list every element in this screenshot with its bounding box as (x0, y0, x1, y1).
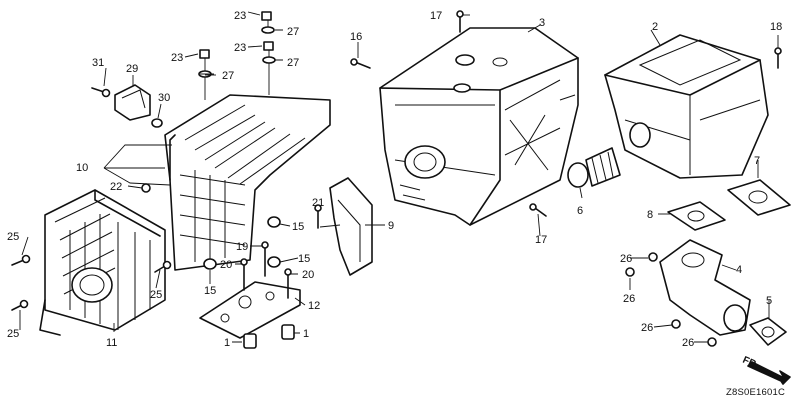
front-direction-arrow-icon: FR. (741, 355, 791, 385)
callout-4: 4 (736, 264, 742, 276)
part-21-screw (314, 204, 322, 229)
callout-7: 7 (754, 155, 760, 167)
callout-10: 10 (76, 162, 88, 174)
callout-27-top: 27 (287, 26, 299, 38)
callout-19: 19 (236, 241, 248, 253)
part-7-gasket (727, 179, 791, 216)
callout-2: 2 (652, 21, 658, 33)
diagram-code: Z8S0E1601C (726, 387, 785, 398)
callout-17-top: 17 (430, 10, 442, 22)
part-9-heat-shield (329, 177, 373, 276)
callout-5: 5 (766, 295, 772, 307)
part-15-19-20-fasteners (203, 216, 292, 299)
callout-8: 8 (647, 209, 653, 221)
callout-6: 6 (577, 205, 583, 217)
callout-23-left: 23 (171, 52, 183, 64)
callout-20-left: 20 (220, 259, 232, 271)
callout-15-top: 15 (292, 221, 304, 233)
callout-26-mid: 26 (623, 293, 635, 305)
callout-1-left: 1 (224, 337, 230, 349)
callout-15-right: 15 (298, 253, 310, 265)
part-8-gasket (667, 201, 726, 231)
callout-12: 12 (308, 300, 320, 312)
part-23-27-nuts-washers (198, 11, 276, 100)
callout-numbers: 31 29 30 10 22 25 25 25 11 23 27 23 27 2… (7, 10, 782, 349)
part-30-nut (151, 118, 163, 128)
callout-23-top: 23 (234, 10, 246, 22)
part-17-bolts (456, 10, 547, 217)
leader-lines (19, 11, 779, 343)
callout-17-bottom: 17 (535, 234, 547, 246)
callout-23-mid: 23 (234, 42, 246, 54)
part-3-muffler-protector (379, 27, 579, 226)
part-16-bolt (350, 58, 371, 69)
callout-25-bottom: 25 (7, 328, 19, 340)
callout-30: 30 (158, 92, 170, 104)
callout-11: 11 (106, 337, 117, 349)
callout-15-bottom: 15 (204, 285, 216, 297)
callout-27-mid: 27 (287, 57, 299, 69)
callout-22: 22 (110, 181, 122, 193)
callout-26-top: 26 (620, 253, 632, 265)
part-5-gasket (749, 317, 787, 346)
callout-3: 3 (539, 17, 545, 29)
part-1-collars (243, 324, 295, 349)
part-25-bolts (11, 254, 172, 311)
part-6-spark-arrester (567, 147, 621, 188)
callout-25-top: 25 (7, 231, 19, 243)
callout-21: 21 (312, 197, 324, 209)
part-12-muffler-stay (199, 281, 301, 339)
callout-26-bottom: 26 (682, 337, 694, 349)
callout-1-right: 1 (303, 328, 309, 340)
callout-18: 18 (770, 21, 782, 33)
callout-29: 29 (126, 63, 138, 75)
part-10-protector-cover (164, 94, 331, 271)
callout-27-left: 27 (222, 70, 234, 82)
part-31-bolt (91, 87, 111, 98)
part-11-front-protector (39, 189, 166, 336)
part-18-bolt (774, 47, 782, 69)
callout-9: 9 (388, 220, 394, 232)
part-22-nut (141, 183, 151, 193)
part-29-bracket (114, 84, 151, 121)
callout-26-lower: 26 (641, 322, 653, 334)
callout-31: 31 (92, 57, 104, 69)
callout-16: 16 (350, 31, 362, 43)
callout-20-right: 20 (302, 269, 314, 281)
part-2-muffler (604, 34, 769, 179)
callout-25-right: 25 (150, 289, 162, 301)
part-4-exhaust-pipe (659, 239, 751, 336)
